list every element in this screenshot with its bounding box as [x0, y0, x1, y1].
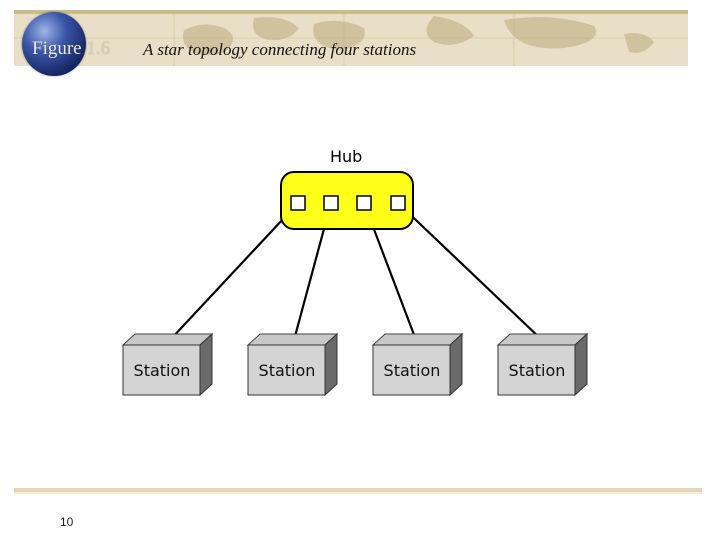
station-label-2: Station — [258, 361, 316, 380]
station-box-4 — [496, 332, 589, 397]
hub — [280, 171, 414, 230]
figure-label: Figure 1.6 — [32, 38, 110, 60]
station-box-2 — [246, 332, 339, 397]
page-number: 10 — [60, 515, 74, 529]
footer-rule — [14, 488, 702, 492]
footer-rule-highlight — [14, 492, 702, 494]
hub-port-4 — [390, 195, 406, 211]
link-station-4 — [397, 202, 543, 341]
figure-number: 1.6 — [86, 38, 111, 59]
station-label-4: Station — [508, 361, 566, 380]
figure-word: Figure — [32, 38, 82, 59]
link-station-1 — [169, 202, 299, 341]
slide-title: A star topology connecting four stations — [143, 40, 417, 59]
hub-port-1 — [290, 195, 306, 211]
header-top-rule — [14, 10, 688, 14]
station-box-3 — [371, 332, 464, 397]
station-label-3: Station — [383, 361, 441, 380]
station-label-1: Station — [133, 361, 191, 380]
hub-port-3 — [356, 195, 372, 211]
hub-port-2 — [323, 195, 339, 211]
header-band — [14, 10, 688, 66]
hub-label: Hub — [330, 147, 363, 166]
station-box-1 — [121, 332, 214, 397]
world-map-background — [14, 10, 688, 66]
globe-icon — [22, 12, 86, 76]
